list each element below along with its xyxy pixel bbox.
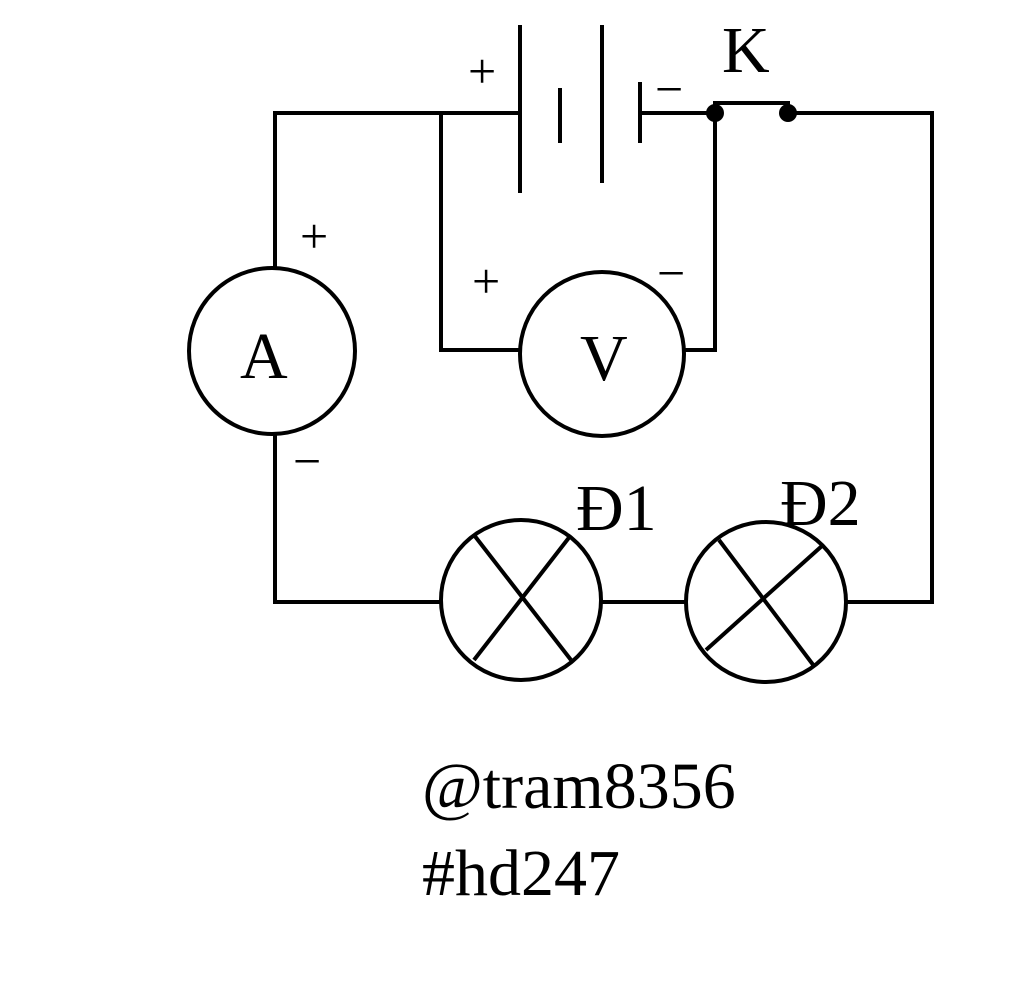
lamp-2-cross-a [717,538,816,668]
voltmeter: V + − [472,245,686,438]
ammeter-label: A [240,320,288,393]
circuit-wires [273,111,934,604]
ammeter: A + − [187,208,357,489]
lamp-2: Đ2 [684,467,861,684]
lamp-1-label: Đ1 [576,472,657,545]
lamp-1-cross-b [472,533,573,662]
voltmeter-plus-label: + [472,253,500,309]
caption-tag: #hd247 [422,837,620,910]
battery-minus-label: − [655,61,683,117]
caption: @tram8356 #hd247 [422,750,736,910]
caption-author: @tram8356 [422,750,736,823]
voltmeter-circle [518,270,686,438]
ammeter-minus-label: − [293,433,321,489]
switch-k: K [706,14,797,122]
battery: + − [468,25,683,193]
switch-label: K [722,14,770,87]
switch-contact-left [706,104,724,122]
ammeter-plus-label: + [300,208,328,264]
ammeter-circle [187,266,357,436]
lamp-2-cross-b [704,543,825,652]
voltmeter-minus-label: − [657,245,685,301]
lamp-2-label: Đ2 [780,467,861,540]
switch-contact-right [779,104,797,122]
voltmeter-label: V [580,322,628,395]
lamp-1: Đ1 [439,472,657,682]
battery-plus-label: + [468,43,496,99]
